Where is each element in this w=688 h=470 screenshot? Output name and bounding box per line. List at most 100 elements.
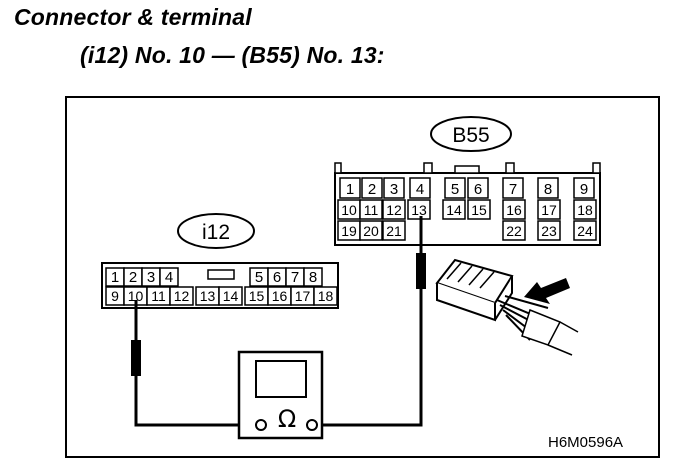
i12-terminal-14-label: 14 <box>223 288 239 304</box>
b55-terminal-2-label: 2 <box>368 181 376 198</box>
i12-terminal-16-label: 16 <box>272 288 288 304</box>
b55-terminal-3: 3 <box>383 177 405 199</box>
i12-terminal-8-label: 8 <box>309 269 317 286</box>
b55-terminal-15-label: 15 <box>471 202 487 218</box>
i12-terminal-7: 7 <box>285 267 305 287</box>
b55-terminal-14-label: 14 <box>446 202 462 218</box>
i12-terminal-5: 5 <box>249 267 269 287</box>
b55-terminal-8-label: 8 <box>544 181 552 198</box>
b55-terminal-10: 10 <box>337 199 361 220</box>
ohmmeter-icon: Ω <box>237 350 324 440</box>
b55-terminal-15: 15 <box>467 199 491 220</box>
b55-terminal-5-label: 5 <box>451 181 459 198</box>
i12-terminal-17-label: 17 <box>295 288 311 304</box>
b55-terminal-23-label: 23 <box>541 223 557 239</box>
b55-terminal-24: 24 <box>573 220 597 241</box>
b55-terminal-1: 1 <box>339 177 361 199</box>
b55-terminal-20-label: 20 <box>363 223 379 239</box>
b55-label-text: B55 <box>452 124 489 147</box>
b55-terminal-13: 13 <box>407 199 431 220</box>
b55-terminal-17-label: 17 <box>541 202 557 218</box>
b55-terminal-13-label: 13 <box>411 202 427 218</box>
test-lead-right <box>316 216 426 427</box>
b55-terminal-11-label: 11 <box>364 202 379 218</box>
i12-terminal-12-label: 12 <box>174 288 190 304</box>
i12-terminal-16: 16 <box>267 286 292 306</box>
b55-terminal-16-label: 16 <box>506 202 522 218</box>
i12-terminal-1-label: 1 <box>111 269 119 286</box>
b55-terminal-6: 6 <box>467 177 489 199</box>
b55-terminal-11: 11 <box>359 199 383 220</box>
harness-connector-icon <box>435 258 579 356</box>
i12-terminal-2: 2 <box>123 267 143 287</box>
i12-terminal-4: 4 <box>159 267 179 287</box>
i12-terminal-9-label: 9 <box>111 288 119 304</box>
i12-terminal-3-label: 3 <box>147 269 155 286</box>
ohm-symbol: Ω <box>278 405 296 433</box>
b55-terminal-2: 2 <box>361 177 383 199</box>
subtitle: (i12) No. 10 — (B55) No. 13: <box>80 42 385 68</box>
b55-terminal-12: 12 <box>382 199 406 220</box>
b55-terminal-16: 16 <box>502 199 526 220</box>
i12-terminal-3: 3 <box>141 267 161 287</box>
i12-terminal-6-label: 6 <box>273 269 281 286</box>
i12-label-text: i12 <box>202 221 230 244</box>
b55-terminal-9: 9 <box>573 177 595 199</box>
b55-terminal-22-label: 22 <box>506 223 522 239</box>
i12-terminal-15-label: 15 <box>249 288 265 304</box>
b55-terminal-21-label: 21 <box>386 223 402 239</box>
b55-terminal-12-label: 12 <box>386 202 402 218</box>
i12-terminal-4-label: 4 <box>165 269 173 286</box>
b55-terminal-4: 4 <box>409 177 431 199</box>
b55-terminal-18: 18 <box>573 199 597 220</box>
b55-terminal-10-label: 10 <box>341 202 357 218</box>
b55-terminal-7: 7 <box>502 177 524 199</box>
i12-terminal-2-label: 2 <box>129 269 137 286</box>
i12-terminal-1: 1 <box>105 267 125 287</box>
b55-terminal-20: 20 <box>359 220 383 241</box>
i12-terminal-5-label: 5 <box>255 269 263 286</box>
b55-terminal-3-label: 3 <box>390 181 398 198</box>
i12-terminal-12: 12 <box>169 286 194 306</box>
b55-terminal-7-label: 7 <box>509 181 517 198</box>
b55-terminal-23: 23 <box>537 220 561 241</box>
title: Connector & terminal <box>14 4 252 30</box>
diagram-frame <box>65 96 660 458</box>
figure-code: H6M0596A <box>548 434 624 451</box>
i12-terminal-15: 15 <box>244 286 269 306</box>
b55-terminal-22: 22 <box>502 220 526 241</box>
i12-terminal-13-label: 13 <box>200 288 216 304</box>
i12-terminal-13: 13 <box>195 286 220 306</box>
b55-terminal-14: 14 <box>442 199 466 220</box>
b55-terminal-8: 8 <box>537 177 559 199</box>
b55-terminal-5: 5 <box>444 177 466 199</box>
i12-terminal-11: 11 <box>146 286 171 306</box>
b55-terminal-4-label: 4 <box>416 181 424 198</box>
b55-terminal-17: 17 <box>537 199 561 220</box>
i12-terminal-17: 17 <box>290 286 315 306</box>
b55-terminal-1-label: 1 <box>346 181 354 198</box>
b55-terminal-19-label: 19 <box>341 223 357 239</box>
test-lead-left <box>131 300 258 427</box>
b55-terminal-19: 19 <box>337 220 361 241</box>
b55-terminal-6-label: 6 <box>474 181 482 198</box>
i12-terminal-7-label: 7 <box>291 269 299 286</box>
i12-terminal-11-label: 11 <box>151 288 166 304</box>
arrow-icon <box>524 278 570 304</box>
i12-terminal-9: 9 <box>105 286 125 306</box>
i12-terminal-14: 14 <box>218 286 243 306</box>
b55-terminal-18-label: 18 <box>577 202 593 218</box>
i12-terminal-8: 8 <box>303 267 323 287</box>
b55-terminal-21: 21 <box>382 220 406 241</box>
i12-terminal-6: 6 <box>267 267 287 287</box>
b55-terminal-9-label: 9 <box>580 181 588 198</box>
b55-label: B55 <box>430 116 512 152</box>
i12-label: i12 <box>177 213 255 249</box>
i12-terminal-18-label: 18 <box>318 288 334 304</box>
b55-terminal-24-label: 24 <box>577 223 593 239</box>
i12-terminal-10-label: 10 <box>128 288 144 304</box>
i12-terminal-18: 18 <box>313 286 338 306</box>
